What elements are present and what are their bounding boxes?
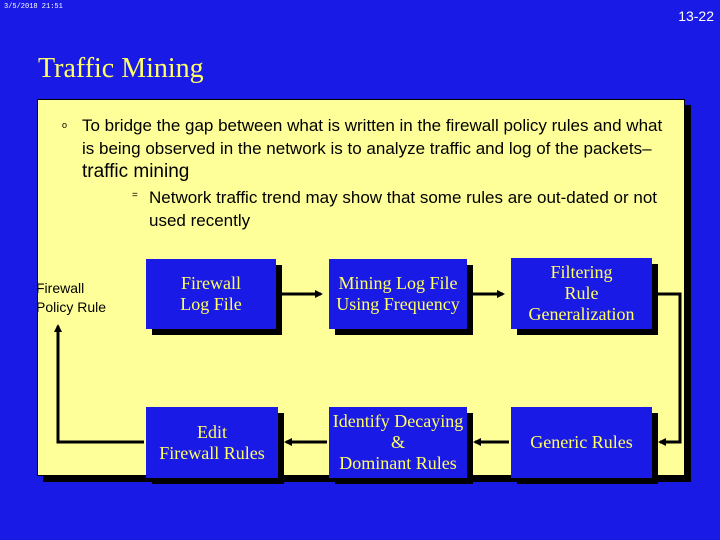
box-line: Generic Rules (530, 432, 633, 452)
box-line: Filtering (550, 262, 613, 282)
box-line: Rule (564, 283, 599, 303)
generic-rules-box: Generic Rules (511, 407, 652, 478)
box-line: Edit (197, 421, 227, 442)
box-line: Using Frequency (336, 294, 460, 314)
identify-decaying-box: Identify Decaying&Dominant Rules (329, 407, 467, 478)
sub-bullet-marker: = (132, 190, 138, 201)
box-line: & (390, 432, 405, 452)
main-bullet-emphasis: traffic mining (82, 161, 190, 182)
box-line: Generalization (528, 304, 635, 324)
bullet-marker: o (62, 120, 68, 130)
slide-title: Traffic Mining (38, 53, 204, 84)
sub-bullet-text: Network traffic trend may show that some… (149, 188, 658, 230)
box-line: Identify Decaying (332, 411, 464, 431)
box-line: Firewall (181, 273, 241, 293)
firewall-policy-rule-label: Firewall Policy Rule (36, 279, 106, 317)
main-bullet-text: To bridge the gap between what is writte… (82, 114, 672, 183)
timestamp: 3/5/2018 21:51 (4, 3, 63, 11)
box-line: Dominant Rules (339, 453, 457, 473)
box-line: Log File (180, 294, 242, 314)
main-bullet-body: To bridge the gap between what is writte… (82, 116, 663, 158)
arrow-edit-to-policy (54, 324, 144, 444)
arrow-filtering-to-generic (654, 292, 682, 446)
box-line: Firewall Rules (159, 442, 265, 463)
policy-rule-line-1: Firewall (36, 280, 85, 296)
box-line: Mining Log File (338, 273, 458, 293)
policy-rule-line-2: Policy Rule (36, 299, 107, 315)
slide-number: 13-22 (678, 8, 714, 24)
